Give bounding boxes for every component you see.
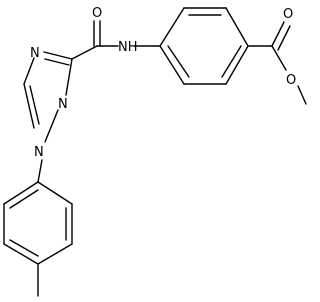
bond-ph-inner-2 bbox=[221, 45, 242, 78]
bond-tol6 bbox=[3, 181, 39, 205]
atom-nh: NH bbox=[118, 40, 138, 55]
bond-c5-n1-b bbox=[29, 85, 40, 125]
bond-n2-c3 bbox=[65, 58, 73, 96]
atom-o-amide: O bbox=[92, 6, 102, 21]
bond-ester-co-single bbox=[271, 45, 287, 71]
bond-tol-inner-3 bbox=[9, 189, 39, 209]
bond-ph6 bbox=[159, 45, 185, 85]
structure-diagram: O NH O O N N N bbox=[3, 6, 307, 297]
bond-n4-c5 bbox=[23, 57, 35, 85]
bond-c5-n1 bbox=[23, 83, 35, 129]
bond-lines bbox=[3, 7, 307, 297]
atom-n4: N bbox=[30, 46, 40, 61]
bond-ester-ome bbox=[297, 85, 307, 105]
bond-ph-inner-3 bbox=[167, 45, 190, 78]
bond-ph4 bbox=[225, 45, 249, 85]
bond-ph1 bbox=[159, 7, 185, 47]
atom-o-ester: O bbox=[286, 73, 296, 88]
atom-n2: N bbox=[58, 97, 68, 112]
molecule-drawing: O NH O O N N N bbox=[3, 6, 307, 297]
bond-tol4 bbox=[3, 243, 39, 265]
atom-labels: O NH O O N N N bbox=[30, 6, 296, 160]
bond-c3-n4-b bbox=[44, 58, 70, 66]
bond-tol3 bbox=[37, 243, 73, 265]
bond-tol-inner-2 bbox=[9, 239, 39, 257]
atom-o-ester-carbonyl: O bbox=[283, 7, 293, 22]
bond-c3-n4 bbox=[43, 51, 73, 60]
bond-ester-co-a bbox=[271, 21, 285, 47]
bond-tol1 bbox=[37, 181, 73, 205]
bond-n1-tolyl bbox=[37, 159, 43, 183]
atom-n1: N bbox=[34, 145, 44, 160]
bond-ester-co-b bbox=[277, 25, 291, 51]
bond-ph3 bbox=[225, 7, 249, 47]
bond-n1-n2 bbox=[44, 109, 59, 143]
bond-amide-c3 bbox=[71, 45, 98, 60]
